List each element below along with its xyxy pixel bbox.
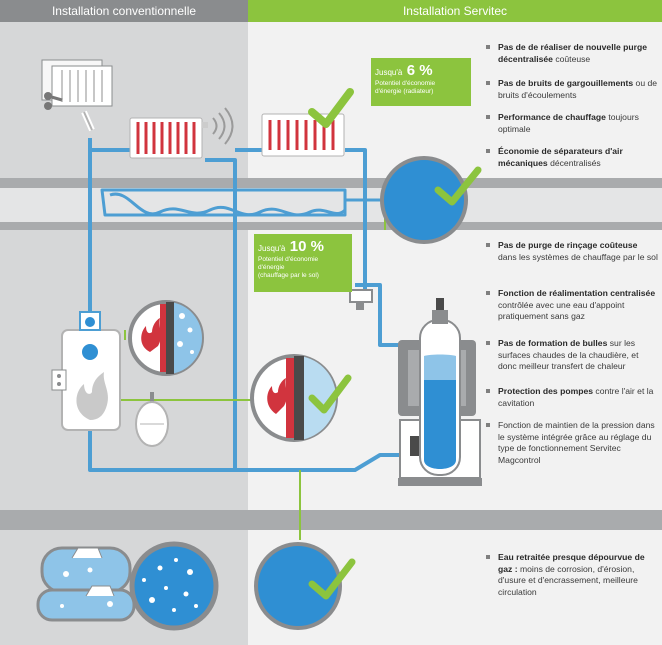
benefit-bold: Fonction de réalimentation centralisée bbox=[498, 288, 656, 298]
benefit-bold: Pas de purge de rinçage coûteuse bbox=[498, 240, 638, 250]
expansion-vessel-icon bbox=[135, 392, 169, 447]
benefit-bold: Économie de séparateurs d'air mécaniques bbox=[498, 146, 623, 168]
benefit-item: Protection des pompes contre l'air et la… bbox=[486, 386, 658, 409]
gas-bubbles-circle bbox=[129, 541, 219, 631]
benefit-rest: ou de bruits d'écoulements bbox=[498, 78, 658, 100]
saving-value: 10 % bbox=[289, 238, 324, 255]
saving-line1: Potentiel d'économie bbox=[375, 80, 436, 87]
water-circle-bottom bbox=[254, 542, 356, 630]
benefit-bold: Eau retraitée presque dépourvue de gaz : bbox=[498, 552, 645, 574]
benefit-bold: Pas de formation de bulles bbox=[498, 338, 608, 348]
water-circle-top bbox=[380, 156, 482, 244]
radiator-icon bbox=[129, 117, 208, 159]
no-bubbles-cross-section bbox=[250, 354, 352, 442]
corrosion-pipe-icon bbox=[36, 546, 136, 622]
benefit-bold: Performance de chauffage bbox=[498, 112, 606, 122]
servitec-unit-icon bbox=[398, 298, 482, 486]
saving-box-floor: Jusqu'à 10 % Potentiel d'économie d'éner… bbox=[254, 234, 352, 292]
sound-waves-icon bbox=[212, 107, 234, 145]
benefit-item: Performance de chauffage toujours optima… bbox=[486, 112, 658, 135]
benefit-item: Pas de formation de bulles sur les surfa… bbox=[486, 338, 658, 373]
manual-vent-radiators bbox=[41, 59, 113, 132]
benefit-rest: toujours optimale bbox=[498, 112, 639, 134]
benefit-rest: contrôlée avec une eau d'appoint pratiqu… bbox=[498, 299, 625, 322]
saving-line3: (chauffage par le sol) bbox=[258, 272, 319, 279]
floor-band-upper-light bbox=[0, 188, 662, 222]
benefit-rest: dans les systèmes de chauffage par le so… bbox=[498, 251, 658, 262]
benefit-bold: Pas de bruits de gargouillements bbox=[498, 78, 634, 88]
benefit-rest: décentralisés bbox=[547, 157, 601, 168]
valve-icon bbox=[349, 289, 373, 310]
saving-line2: d'énergie (radiateur) bbox=[375, 88, 434, 95]
benefit-item: Pas de bruits de gargouillements ou de b… bbox=[486, 78, 658, 101]
benefit-item: Fonction de réalimentation centralisée c… bbox=[486, 288, 658, 323]
saving-value: 6 % bbox=[406, 62, 433, 79]
saving-line2: d'énergie bbox=[258, 264, 285, 271]
floor-band-upper bbox=[0, 178, 662, 188]
saving-box-radiator: Jusqu'à 6 % Potentiel d'économie d'énerg… bbox=[371, 58, 471, 106]
benefit-rest: sur les surfaces chaudes de la chaudière… bbox=[498, 338, 639, 371]
header-conventional: Installation conventionnelle bbox=[0, 0, 248, 22]
checkmark-icon bbox=[308, 88, 354, 128]
saving-prefix: Jusqu'à bbox=[258, 244, 286, 253]
benefit-item: Pas de purge de rinçage coûteuse dans le… bbox=[486, 240, 658, 263]
header-servitec: Installation Servitec bbox=[248, 0, 662, 22]
bubbles-cross-section bbox=[128, 300, 204, 376]
benefit-item: Eau retraitée presque dépourvue de gaz :… bbox=[486, 552, 658, 598]
benefit-rest: coûteuse bbox=[552, 53, 591, 64]
benefit-item: Fonction de maintien de la pression dans… bbox=[486, 420, 658, 466]
benefit-bold: Protection des pompes bbox=[498, 386, 594, 396]
benefit-item: Pas de de réaliser de nouvelle purge déc… bbox=[486, 42, 658, 65]
floor-band-upper-bottom bbox=[0, 222, 662, 230]
benefit-bold: Pas de de réaliser de nouvelle purge déc… bbox=[498, 42, 648, 64]
benefit-rest: contre l'air et la cavitation bbox=[498, 386, 654, 408]
benefit-rest: moins de corrosion, d'érosion, d'usure e… bbox=[498, 563, 638, 597]
flame-icon bbox=[76, 372, 108, 420]
saving-prefix: Jusqu'à bbox=[375, 68, 403, 77]
benefit-item: Économie de séparateurs d'air mécaniques… bbox=[486, 146, 658, 169]
saving-line1: Potentiel d'économie bbox=[258, 256, 319, 263]
benefit-rest: Fonction de maintien de la pression dans… bbox=[498, 420, 655, 465]
floor-band-lower bbox=[0, 510, 662, 530]
